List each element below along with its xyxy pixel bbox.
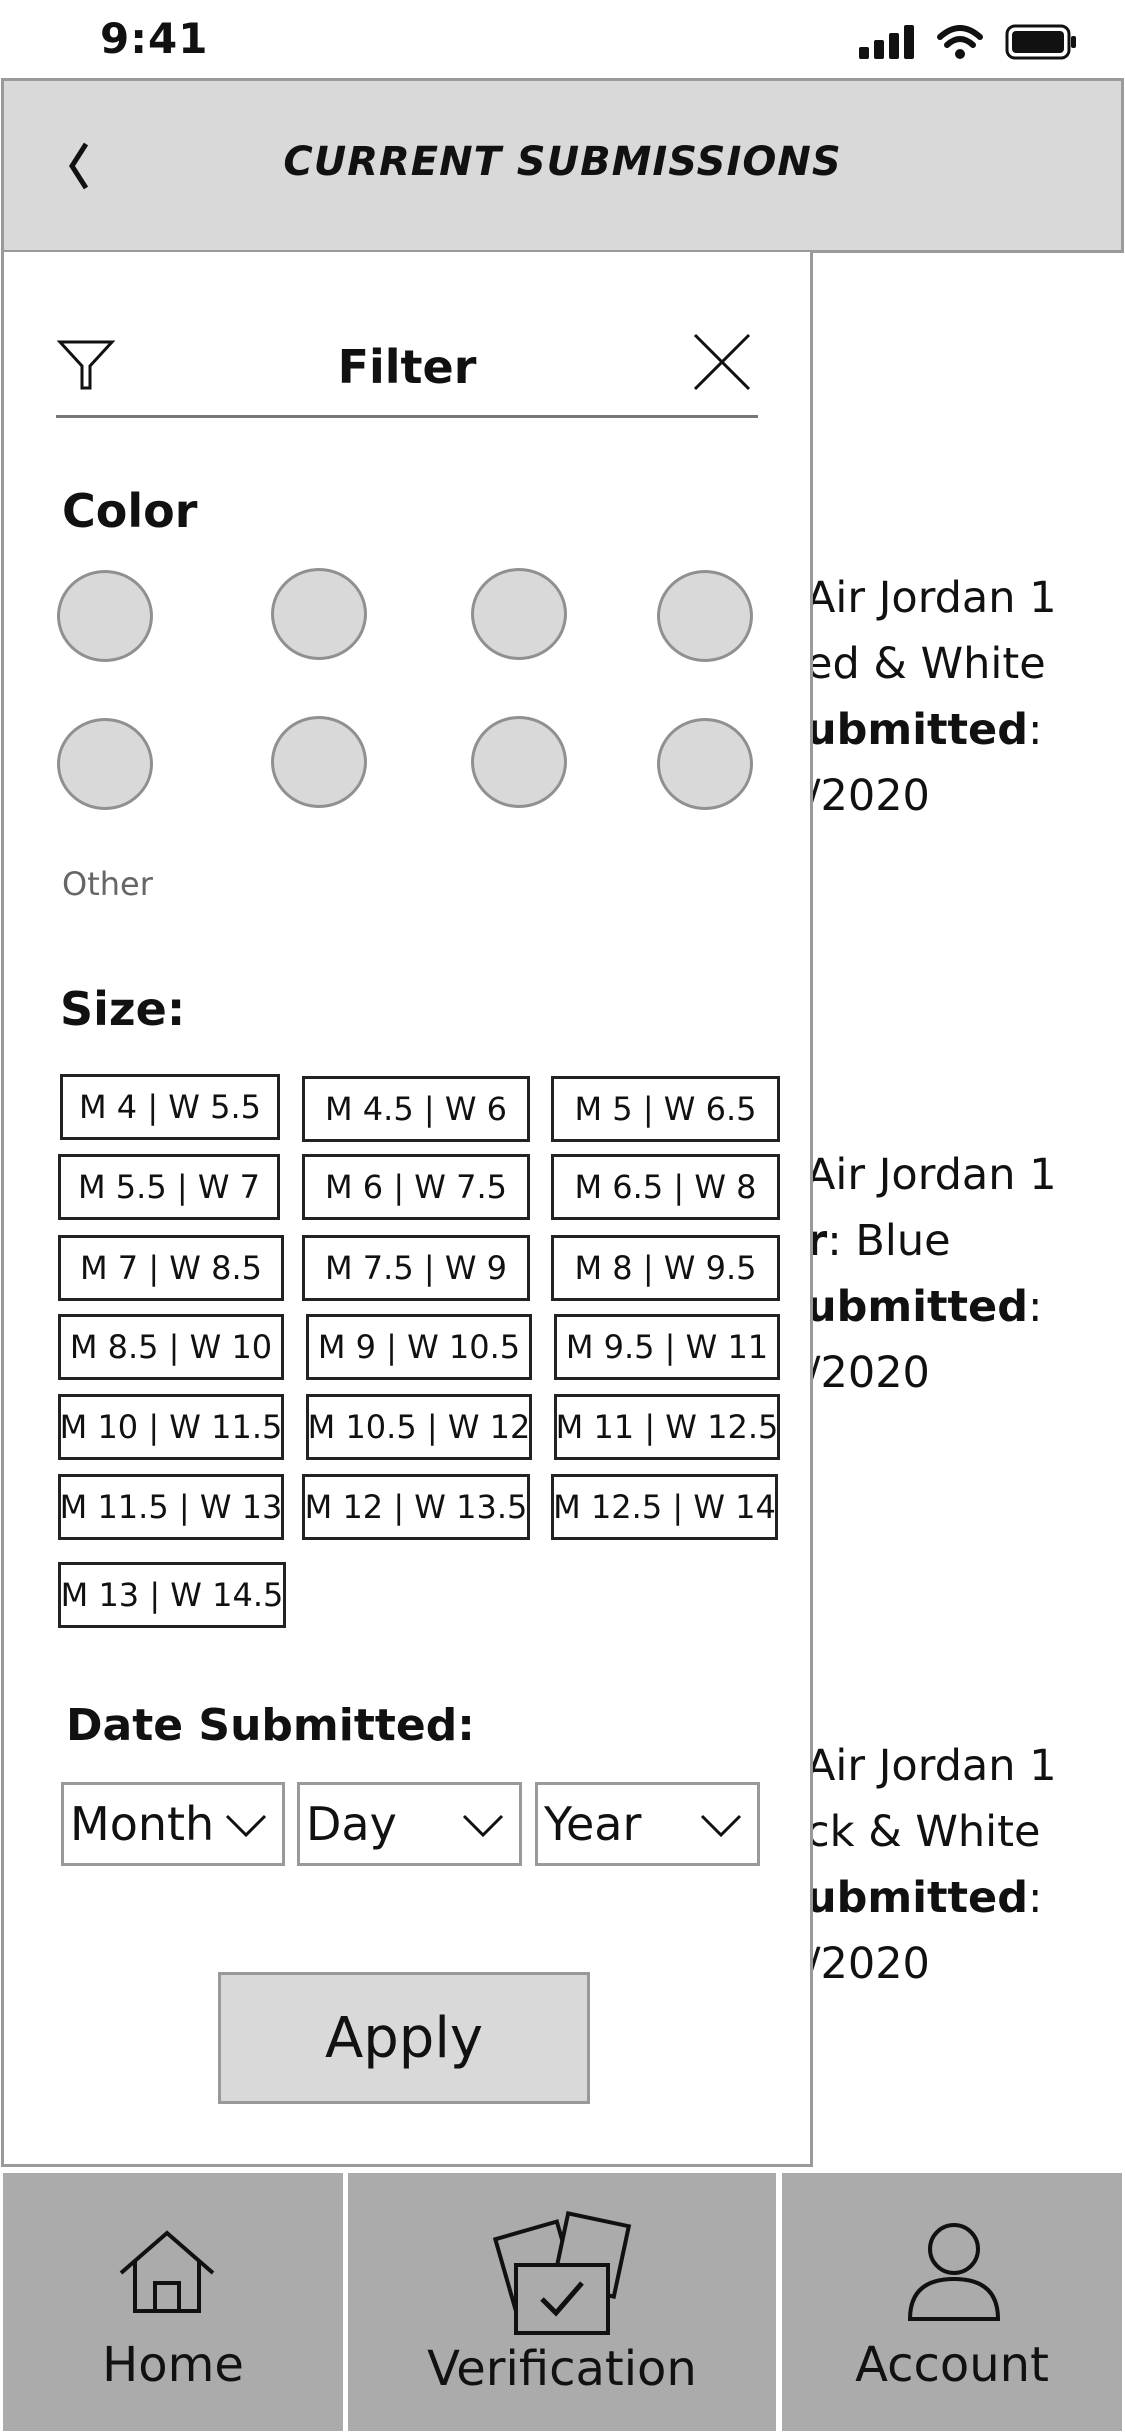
status-bar: 9:41 [0, 0, 1125, 78]
date-submitted-label: Date Submitted: [66, 1700, 475, 1751]
tab-home-label: Home [102, 2337, 244, 2393]
size-option[interactable]: M 4.5 | W 6 [302, 1076, 530, 1142]
size-option[interactable]: M 10 | W 11.5 [58, 1394, 284, 1460]
chevron-down-icon [700, 1814, 742, 1838]
tab-account-label: Account [855, 2337, 1049, 2393]
day-select[interactable]: Day [297, 1782, 522, 1866]
filter-header: Filter [56, 332, 758, 418]
color-swatch[interactable] [57, 570, 153, 662]
item-date: /2020 [806, 1939, 930, 1989]
item-name: Air Jordan 1 [806, 573, 1057, 623]
month-select[interactable]: Month [61, 1782, 285, 1866]
chevron-down-icon [462, 1814, 504, 1838]
year-select[interactable]: Year [535, 1782, 760, 1866]
close-icon [693, 333, 751, 391]
chevron-left-icon [69, 142, 89, 190]
size-option[interactable]: M 11 | W 12.5 [554, 1394, 780, 1460]
color-swatch[interactable] [471, 716, 567, 808]
status-time: 9:41 [100, 14, 209, 63]
page-title: CURRENT SUBMISSIONS [283, 139, 842, 185]
year-select-value: Year [544, 1797, 642, 1851]
color-swatch[interactable] [271, 716, 367, 808]
tab-home[interactable]: Home [3, 2173, 343, 2431]
item-name: Air Jordan 1 [806, 1741, 1057, 1791]
size-label: Size: [60, 982, 186, 1036]
size-option[interactable]: M 6 | W 7.5 [302, 1154, 530, 1220]
wifi-icon [937, 25, 983, 59]
item-submitted: ubmitted: [806, 1873, 1043, 1923]
size-option[interactable]: M 10.5 | W 12 [306, 1394, 532, 1460]
size-option[interactable]: M 7 | W 8.5 [58, 1235, 284, 1301]
bottom-nav: Home Verification Account [0, 2170, 1125, 2436]
size-option[interactable]: M 9.5 | W 11 [554, 1314, 780, 1380]
back-button[interactable] [52, 126, 112, 206]
size-option[interactable]: M 9 | W 10.5 [306, 1314, 532, 1380]
size-option[interactable]: M 6.5 | W 8 [551, 1154, 780, 1220]
size-option[interactable]: M 7.5 | W 9 [302, 1235, 530, 1301]
color-swatch[interactable] [471, 568, 567, 660]
size-option[interactable]: M 5.5 | W 7 [58, 1154, 280, 1220]
size-option[interactable]: M 11.5 | W 13 [58, 1474, 284, 1540]
item-submitted: ubmitted: [806, 705, 1043, 755]
size-option[interactable]: M 12.5 | W 14 [551, 1474, 778, 1540]
close-button[interactable] [692, 332, 752, 392]
apply-button[interactable]: Apply [218, 1972, 590, 2104]
month-select-value: Month [70, 1797, 215, 1851]
color-swatch[interactable] [657, 718, 753, 810]
other-color-option[interactable]: Other [62, 865, 153, 903]
color-swatch[interactable] [57, 718, 153, 810]
funnel-icon [56, 340, 116, 390]
battery-icon [1005, 24, 1076, 60]
chevron-down-icon [225, 1814, 267, 1838]
person-icon [907, 2223, 1001, 2321]
color-swatch[interactable] [657, 570, 753, 662]
color-swatch[interactable] [271, 568, 367, 660]
size-option[interactable]: M 12 | W 13.5 [302, 1474, 530, 1540]
item-date: /2020 [806, 771, 930, 821]
size-option[interactable]: M 5 | W 6.5 [551, 1076, 780, 1142]
status-icons [859, 24, 1077, 60]
color-label: Color [62, 484, 198, 538]
tab-verification[interactable]: Verification [348, 2173, 776, 2431]
item-detail: r: Blue [806, 1216, 951, 1266]
size-option[interactable]: M 8.5 | W 10 [58, 1314, 284, 1380]
day-select-value: Day [306, 1797, 397, 1851]
list-item[interactable]: Air Jordan 1 r: Blue ubmitted: /2020 [806, 1142, 1057, 1406]
signal-icon [859, 25, 914, 59]
tab-verification-label: Verification [427, 2341, 697, 2397]
item-date: /2020 [806, 1348, 930, 1398]
item-detail: ck & White [806, 1807, 1041, 1857]
item-detail: ed & White [806, 639, 1046, 689]
size-option[interactable]: M 4 | W 5.5 [60, 1074, 280, 1140]
header-bar: CURRENT SUBMISSIONS [1, 78, 1124, 253]
tab-account[interactable]: Account [782, 2173, 1122, 2431]
item-submitted: ubmitted: [806, 1282, 1043, 1332]
filter-panel: Filter Color Other Size: M 4 | W 5.5 M 4… [1, 252, 813, 2167]
filter-title: Filter [337, 340, 477, 394]
house-icon [119, 2230, 215, 2313]
list-item[interactable]: Air Jordan 1 ed & White ubmitted: /2020 [806, 565, 1057, 829]
photos-check-icon [492, 2210, 632, 2335]
item-name: Air Jordan 1 [806, 1150, 1057, 1200]
size-option[interactable]: M 8 | W 9.5 [551, 1235, 780, 1301]
list-item[interactable]: Air Jordan 1 ck & White ubmitted: /2020 [806, 1733, 1057, 1997]
size-option[interactable]: M 13 | W 14.5 [58, 1562, 286, 1628]
